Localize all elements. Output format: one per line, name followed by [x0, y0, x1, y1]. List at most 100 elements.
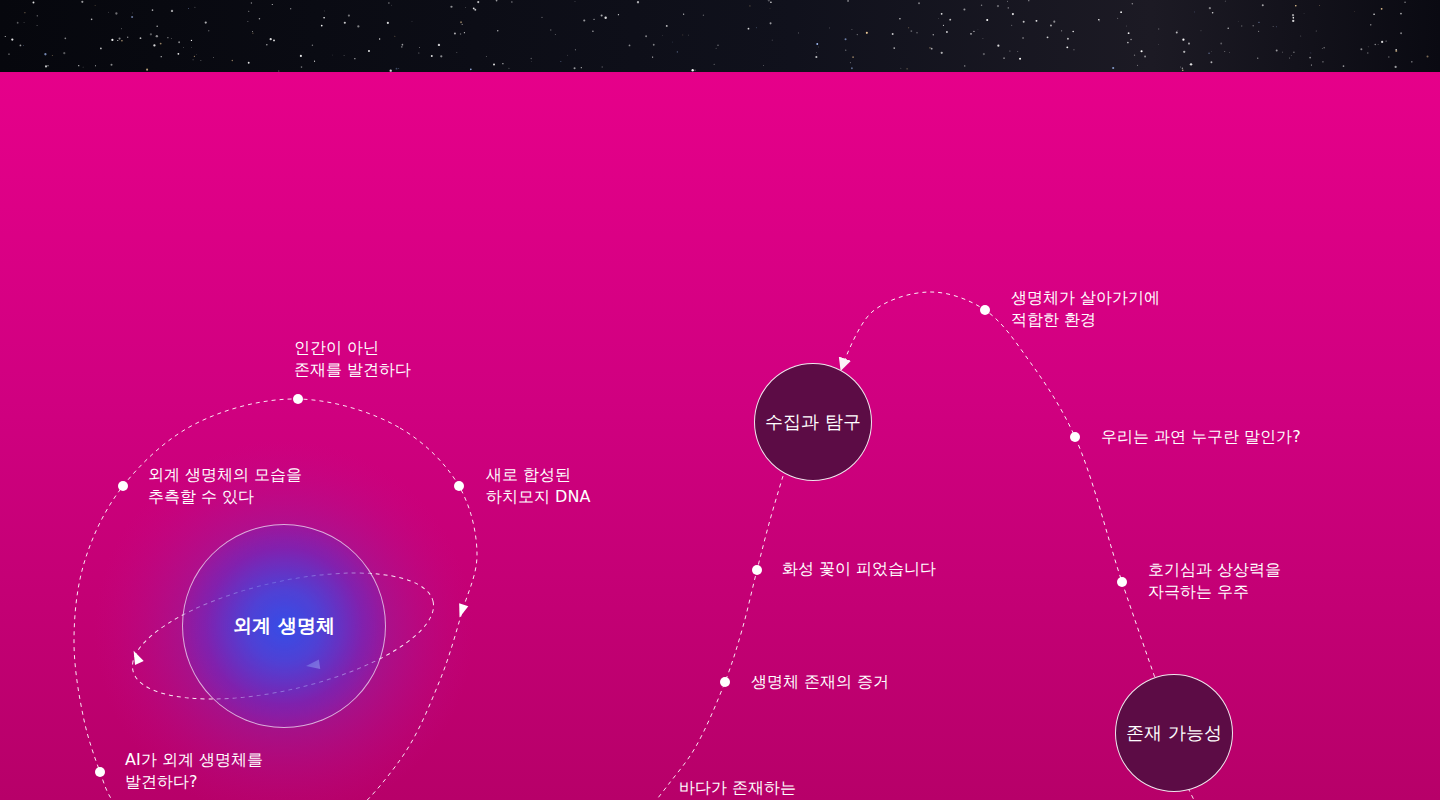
- star: [703, 15, 704, 16]
- star: [1134, 55, 1135, 56]
- star: [1067, 38, 1069, 40]
- star: [272, 4, 273, 5]
- star: [1158, 44, 1160, 46]
- star: [17, 22, 19, 24]
- star: [502, 63, 503, 64]
- star: [1003, 57, 1005, 59]
- star: [290, 8, 291, 9]
- star: [1023, 21, 1025, 23]
- star: [1127, 42, 1129, 44]
- star: [851, 67, 853, 69]
- star: [531, 58, 532, 59]
- star: [982, 38, 984, 40]
- star: [108, 11, 110, 13]
- star: [1324, 47, 1325, 48]
- star: [1036, 20, 1038, 22]
- star: [748, 28, 750, 30]
- star: [194, 56, 195, 57]
- star: [312, 45, 313, 46]
- star-band: [0, 0, 1440, 72]
- star: [1182, 68, 1183, 69]
- star: [324, 10, 326, 12]
- star: [1381, 41, 1383, 43]
- star: [45, 65, 47, 67]
- star: [473, 7, 475, 9]
- star: [531, 60, 533, 62]
- point-dot: [720, 677, 730, 687]
- star: [1182, 70, 1183, 71]
- star: [1112, 67, 1114, 69]
- star: [314, 61, 315, 62]
- star: [1310, 52, 1312, 54]
- star: [852, 56, 854, 58]
- star: [908, 27, 909, 28]
- star: [1292, 14, 1294, 16]
- star: [178, 41, 180, 43]
- star: [191, 40, 192, 41]
- glow-halo: [94, 440, 474, 800]
- star: [918, 2, 920, 4]
- star: [465, 7, 467, 9]
- star: [20, 45, 22, 47]
- star: [470, 69, 472, 71]
- star: [653, 44, 655, 46]
- star: [460, 21, 462, 23]
- point-label: 생명체 존재의 증거: [751, 671, 889, 693]
- point-label: 생명체가 살아가기에 적합한 환경: [1011, 287, 1169, 331]
- star: [964, 65, 965, 66]
- star: [323, 17, 325, 19]
- star: [1220, 43, 1222, 45]
- star: [1275, 26, 1277, 28]
- star: [23, 21, 25, 23]
- star: [1404, 2, 1405, 3]
- star: [1130, 39, 1132, 41]
- star: [575, 49, 576, 50]
- star: [117, 40, 118, 41]
- star: [331, 54, 333, 56]
- star: [418, 52, 420, 54]
- star: [248, 62, 250, 64]
- star: [629, 45, 631, 47]
- point-dot: [95, 767, 105, 777]
- star: [193, 59, 194, 60]
- star: [1300, 36, 1301, 37]
- star: [300, 55, 302, 57]
- star: [1180, 66, 1182, 68]
- star: [981, 5, 982, 6]
- star: [574, 1, 576, 3]
- star: [567, 54, 569, 56]
- star: [1126, 25, 1128, 27]
- star: [770, 1, 772, 3]
- star: [1322, 61, 1323, 62]
- star: [511, 1, 513, 3]
- star: [916, 32, 917, 33]
- point-label: 새로 합성된 하치모지 DNA: [486, 464, 601, 508]
- star: [892, 33, 894, 35]
- node-label: 존재 가능성: [1126, 721, 1222, 745]
- star: [394, 35, 396, 37]
- star: [937, 18, 939, 20]
- star: [677, 51, 678, 52]
- star: [645, 35, 647, 37]
- star: [550, 29, 551, 30]
- star: [1282, 51, 1284, 53]
- star: [997, 5, 999, 7]
- star: [1400, 13, 1402, 15]
- star: [770, 22, 772, 24]
- star: [768, 0, 770, 1]
- star: [247, 20, 249, 22]
- star: [5, 36, 6, 37]
- star: [1128, 32, 1130, 34]
- star: [1066, 46, 1068, 48]
- star: [1120, 11, 1122, 13]
- arrow-head: [459, 603, 468, 617]
- star: [1017, 50, 1019, 52]
- star: [1258, 22, 1259, 23]
- star: [121, 40, 122, 41]
- star: [1224, 51, 1226, 53]
- star: [983, 53, 985, 55]
- star: [1194, 11, 1196, 13]
- star: [462, 24, 463, 25]
- orbit-path: [74, 399, 477, 800]
- star: [1315, 30, 1317, 32]
